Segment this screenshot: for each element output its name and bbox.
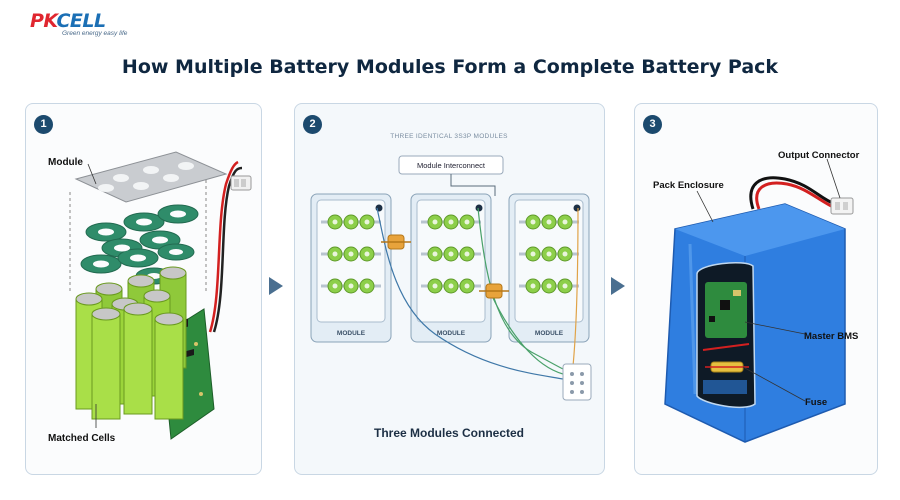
module-box-2: MODULE [410,193,492,343]
module-box-1: MODULE [310,193,392,343]
logo-tagline: Green energy easy life [62,30,128,37]
matched-cells-label: Matched Cells [48,433,116,444]
nickel-strip-plate [74,151,228,203]
module-terminal-icon [375,204,383,212]
step-1-panel: 1 [25,103,262,475]
step-3-panel: 3 Output Connec [634,103,878,475]
module-box-label: MODULE [437,330,466,337]
connected-caption: Three Modules Connected [374,426,524,440]
brand-logo: PKCELL Green energy easy life [30,10,127,37]
output-connector-icon [830,197,854,215]
interconnect-2 [479,283,509,299]
output-connector-label: Output Connector [778,150,860,161]
interconnect-callout: Module Interconnect [398,155,504,196]
output-terminal-block [562,363,592,401]
pack-enclosure-label: Pack Enclosure [653,180,724,191]
module-box-label: MODULE [337,330,366,337]
step-2-panel: 2 THREE IDENTICAL 3S3P MODULES Module In… [294,103,605,475]
logo-wordmark: PKCELL [30,10,106,32]
step-arrow-2 [611,277,625,295]
modules-header: THREE IDENTICAL 3S3P MODULES [390,133,508,140]
step-arrow-1 [269,277,283,295]
cutaway-window [696,261,756,409]
module-terminal-icon [475,204,483,212]
master-bms-label: Master BMS [804,331,858,342]
step-1-badge: 1 [34,115,53,134]
module-box-label: MODULE [535,330,564,337]
fuse-label: Fuse [805,397,827,408]
interconnect-label: Module Interconnect [417,161,486,170]
interconnect-1 [381,234,411,250]
matched-cells [75,266,187,420]
battery-pack-illustration: Output Connector Pack Enclosure Master B… [653,150,860,443]
step-2-badge: 2 [303,115,322,134]
module-terminal-icon [573,204,581,212]
module-label: Module [48,157,83,168]
module-connector-icon [230,175,252,191]
step-3-badge: 3 [643,115,662,134]
module-exploded-illustration: Module Matched Cells [48,151,252,444]
page-title: How Multiple Battery Modules Form a Comp… [121,56,779,78]
module-box-3: MODULE [508,193,590,343]
connected-modules-diagram: THREE IDENTICAL 3S3P MODULES Module Inte… [310,133,592,440]
